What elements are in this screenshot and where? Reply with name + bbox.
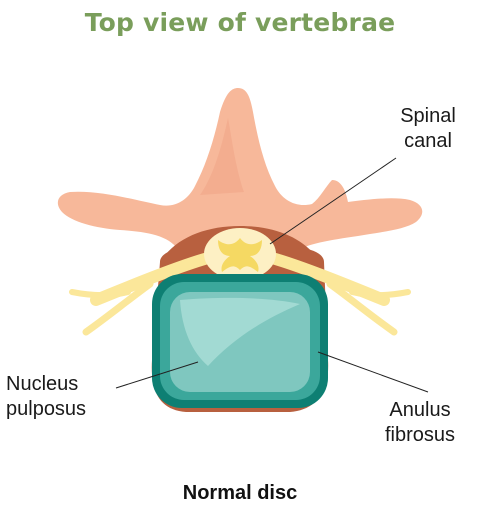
diagram-caption: Normal disc <box>0 482 480 505</box>
intervertebral-disc <box>152 274 328 408</box>
spinal-cord <box>204 228 276 280</box>
anulus-fibrosus-label: Anulus fibrosus <box>374 398 466 448</box>
spinal-canal-label-line-1: Spinal <box>395 104 461 129</box>
nucleus-pulposus-label: Nucleus pulposus <box>6 372 86 422</box>
anulus-fibrosus-label-line-2: fibrosus <box>374 423 466 448</box>
spinal-canal-label: Spinal canal <box>395 104 461 154</box>
anulus-fibrosus-leader <box>318 352 428 392</box>
nucleus-pulposus-label-line-1: Nucleus <box>6 372 86 397</box>
anulus-fibrosus-label-line-1: Anulus <box>374 398 466 423</box>
spinal-canal-label-line-2: canal <box>395 129 461 154</box>
nucleus-pulposus-label-line-2: pulposus <box>6 397 86 422</box>
